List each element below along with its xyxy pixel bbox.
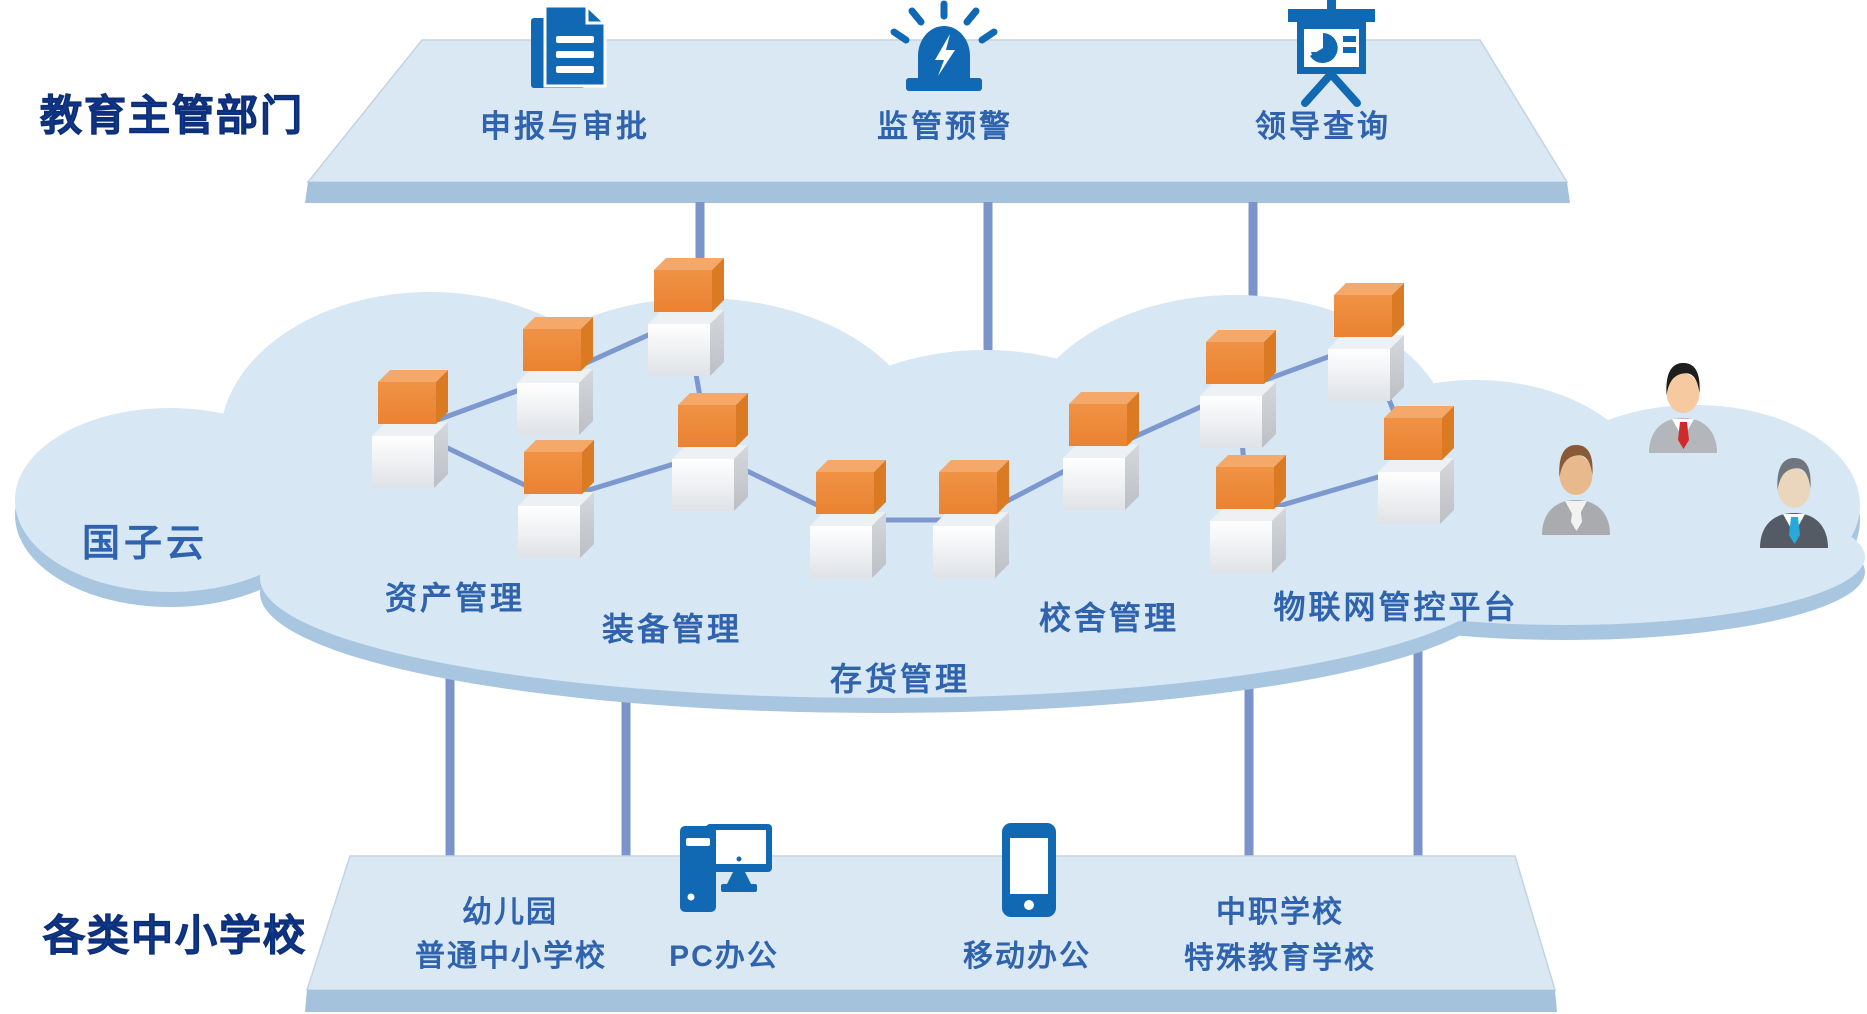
server-node	[810, 460, 886, 578]
bottom-platform-side	[305, 990, 1557, 1012]
server-node	[1210, 455, 1286, 573]
bottom-platform	[305, 855, 1557, 1012]
top-platform-side	[305, 182, 1570, 203]
server-node	[372, 370, 448, 488]
top-platform	[305, 39, 1570, 203]
server-node	[648, 258, 724, 376]
server-node	[1063, 392, 1139, 510]
server-node	[1378, 406, 1454, 524]
mobile-phone-icon	[1002, 823, 1056, 917]
label-mobile-office: 移动办公	[963, 940, 1091, 973]
server-node	[672, 393, 748, 511]
label-pc-office: PC办公	[669, 940, 779, 973]
alarm-beacon-icon	[890, 0, 998, 91]
module-label-inventory: 存货管理	[830, 661, 970, 697]
server-node	[518, 440, 594, 558]
presentation-board-icon	[1288, 0, 1375, 107]
bottom-side-title: 各类中小学校	[43, 912, 307, 959]
server-node	[1200, 330, 1276, 448]
label-declare-approve: 申报与审批	[480, 109, 650, 144]
top-items	[531, 0, 1375, 107]
desktop-pc-icon	[680, 824, 772, 912]
label-special-education-schools: 特殊教育学校	[1184, 941, 1376, 975]
label-vocational-schools: 中职学校	[1216, 895, 1344, 929]
label-kindergarten: 幼儿园	[462, 896, 558, 929]
cloud-name-label: 国子云	[82, 523, 208, 565]
label-leader-query: 领导查询	[1255, 109, 1391, 144]
documents-icon	[531, 4, 607, 88]
label-supervision-warning: 监管预警	[877, 109, 1013, 144]
top-side-title: 教育主管部门	[40, 92, 304, 139]
module-label-iot-platform: 物联网管控平台	[1273, 589, 1518, 625]
server-node	[1328, 283, 1404, 401]
label-ordinary-schools: 普通中小学校	[415, 939, 607, 973]
module-label-school-building: 校舍管理	[1039, 600, 1179, 636]
server-node	[933, 460, 1009, 578]
bottom-items	[680, 823, 1056, 917]
module-label-asset: 资产管理	[385, 580, 525, 616]
server-node	[517, 317, 593, 435]
module-label-equipment: 装备管理	[602, 611, 742, 647]
